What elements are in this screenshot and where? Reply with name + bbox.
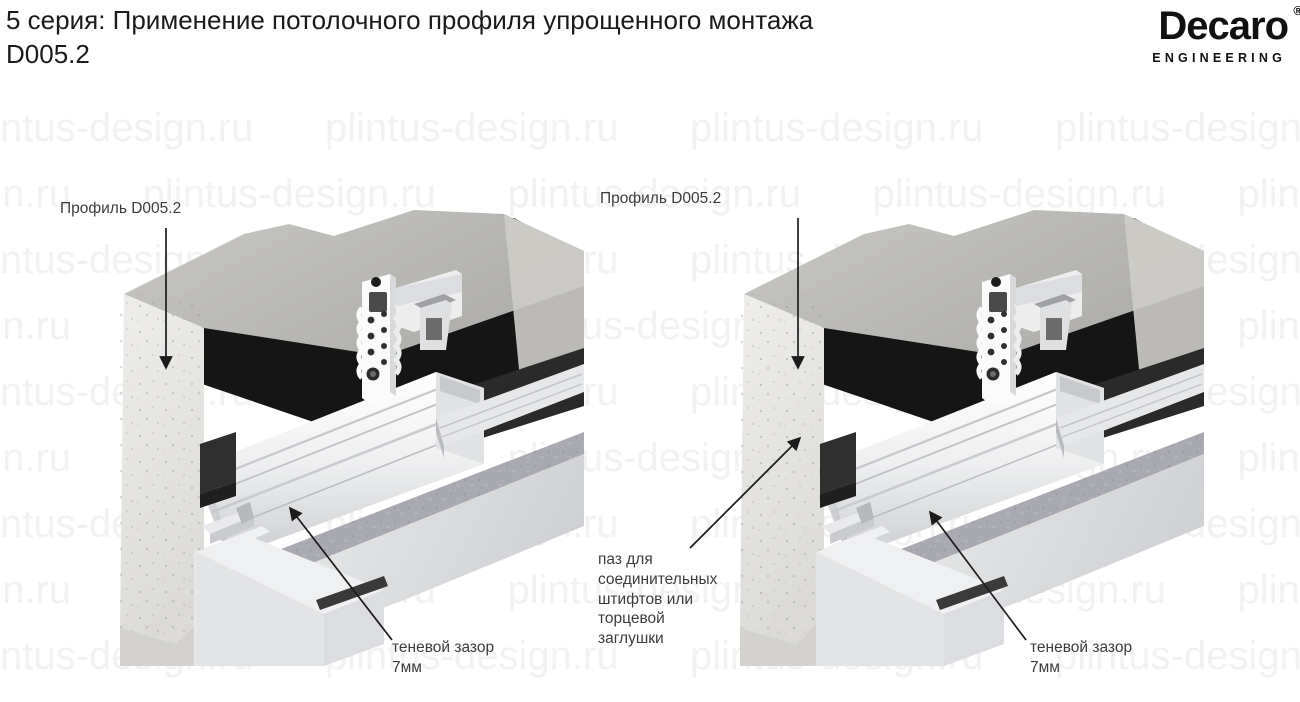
label-left-shadow-gap: теневой зазор 7мм	[392, 639, 495, 676]
suspension-hanger	[976, 270, 1082, 404]
page-title: 5 серия: Применение потолочного профиля …	[6, 5, 814, 69]
logo-tagline: ENGINEERING	[1152, 51, 1286, 65]
logo-word-text: Decaro	[1158, 4, 1289, 48]
figure-left-assembly	[84, 196, 604, 666]
watermark-text: plintus-design.ru	[1237, 568, 1300, 612]
suspension-hanger	[356, 270, 462, 404]
figure-right-assembly	[704, 196, 1224, 666]
logo-wordmark: Decaro ®	[1158, 4, 1300, 48]
label-right-profile: Профиль D005.2	[600, 190, 722, 207]
watermark-text: plintus-design.ru	[1237, 304, 1300, 348]
watermark-text: plintus-design.ru	[1237, 436, 1300, 480]
label-left-profile: Профиль D005.2	[60, 200, 182, 217]
label-groove: паз для соединительных штифтов или торце…	[598, 551, 718, 648]
watermark-text: plintus-design.ru	[0, 436, 71, 480]
watermark-text: plintus-design.ru	[1237, 172, 1300, 216]
registered-trademark-icon: ®	[1293, 3, 1300, 18]
brand-logo: Decaro ® ENGINEERING	[1152, 4, 1300, 65]
watermark-text: plintus-design.ru	[1055, 106, 1300, 150]
watermark-text: plintus-design.ru	[0, 106, 254, 150]
watermark-text: plintus-design.ru	[690, 106, 984, 150]
watermark-text: plintus-design.ru	[0, 568, 71, 612]
watermark-text: plintus-design.ru	[325, 106, 619, 150]
label-right-shadow-gap: теневой зазор 7мм	[1030, 639, 1133, 676]
watermark-text: plintus-design.ru	[0, 304, 71, 348]
